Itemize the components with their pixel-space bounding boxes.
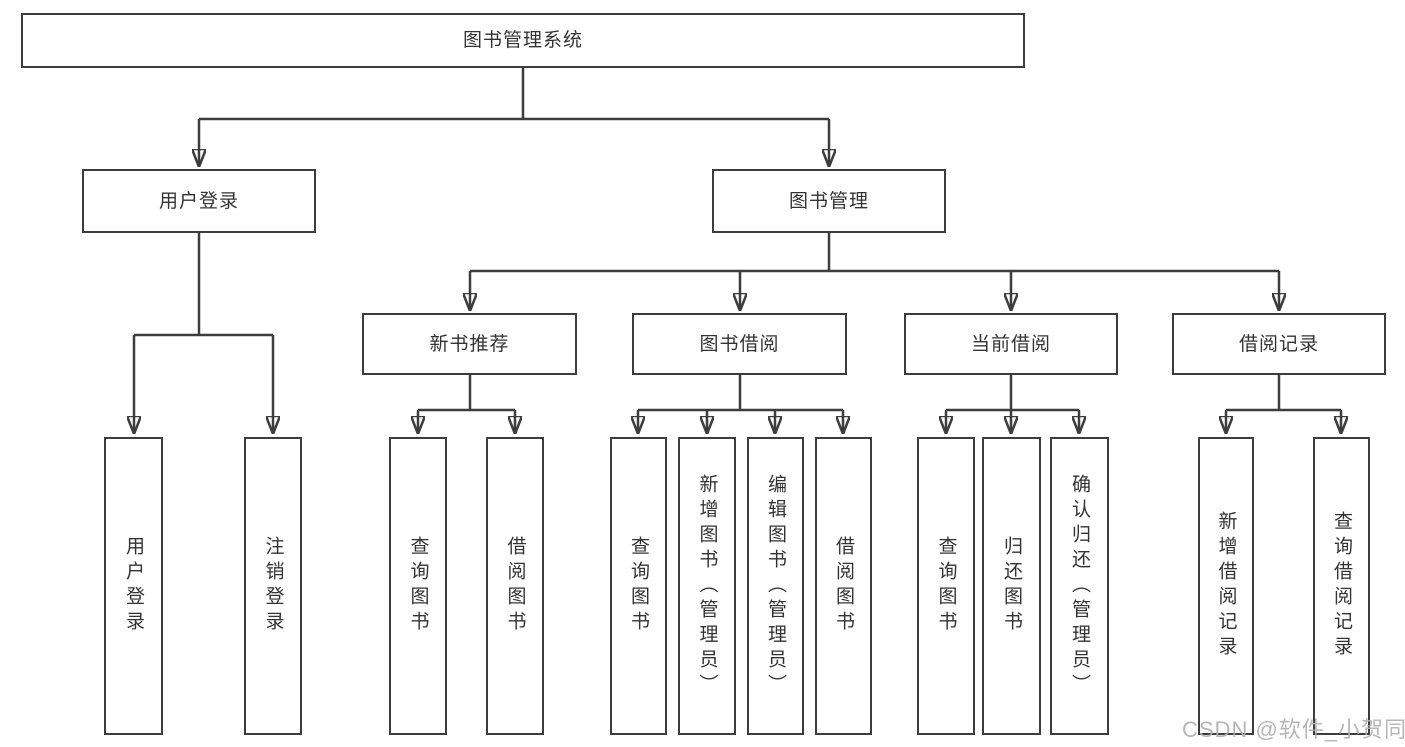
leaf-logout: 注销登录 [244, 437, 302, 735]
node-label: 查询图书 [628, 536, 649, 636]
node-label: 图书管理 [788, 190, 869, 212]
leaf-add-borrow-record: 新增借阅记录 [1198, 437, 1254, 735]
node-label: 确认归还（管理员） [1069, 473, 1090, 699]
node-label: 用户登录 [123, 536, 144, 636]
node-label: 图书借阅 [699, 333, 780, 355]
leaf-borrow-books: 借阅图书 [815, 437, 872, 735]
node-user-login: 用户登录 [82, 169, 316, 233]
node-label: 编辑图书（管理员） [765, 473, 786, 699]
node-label: 借阅图书 [833, 536, 854, 636]
node-label: 查询借阅记录 [1331, 511, 1352, 661]
node-label: 查询图书 [935, 536, 957, 636]
leaf-query-books-borrowing: 查询图书 [610, 437, 667, 735]
node-current-borrowing: 当前借阅 [904, 313, 1118, 375]
node-label: 当前借阅 [970, 333, 1051, 355]
node-new-book-recommendation: 新书推荐 [362, 313, 577, 375]
leaf-add-book-admin: 新增图书（管理员） [678, 437, 736, 735]
node-label: 归还图书 [1001, 536, 1022, 636]
node-borrowing-records: 借阅记录 [1172, 313, 1386, 375]
node-label: 用户登录 [158, 190, 239, 212]
leaf-return-books: 归还图书 [982, 437, 1041, 735]
leaf-user-login: 用户登录 [104, 437, 163, 735]
node-label: 借阅图书 [504, 536, 526, 636]
node-label: 新增图书（管理员） [696, 473, 718, 699]
csdn-watermark: CSDN @软件_小贺同学 [1182, 717, 1405, 742]
leaf-query-books-recommend: 查询图书 [389, 437, 447, 735]
node-label: 新书推荐 [429, 333, 510, 355]
leaf-borrow-books-recommend: 借阅图书 [486, 437, 544, 735]
leaf-query-books-current: 查询图书 [917, 437, 975, 735]
leaf-query-borrow-record: 查询借阅记录 [1313, 437, 1370, 735]
node-label: 查询图书 [407, 536, 429, 636]
node-book-management: 图书管理 [712, 169, 946, 233]
leaf-edit-book-admin: 编辑图书（管理员） [747, 437, 804, 735]
node-book-borrowing: 图书借阅 [632, 313, 847, 375]
node-label: 图书管理系统 [462, 30, 583, 51]
node-label: 注销登录 [262, 536, 284, 636]
leaf-confirm-return-admin: 确认归还（管理员） [1050, 437, 1109, 735]
node-label: 新增借阅记录 [1215, 511, 1237, 661]
node-root-library-management-system: 图书管理系统 [21, 13, 1025, 68]
node-label: 借阅记录 [1238, 333, 1319, 355]
